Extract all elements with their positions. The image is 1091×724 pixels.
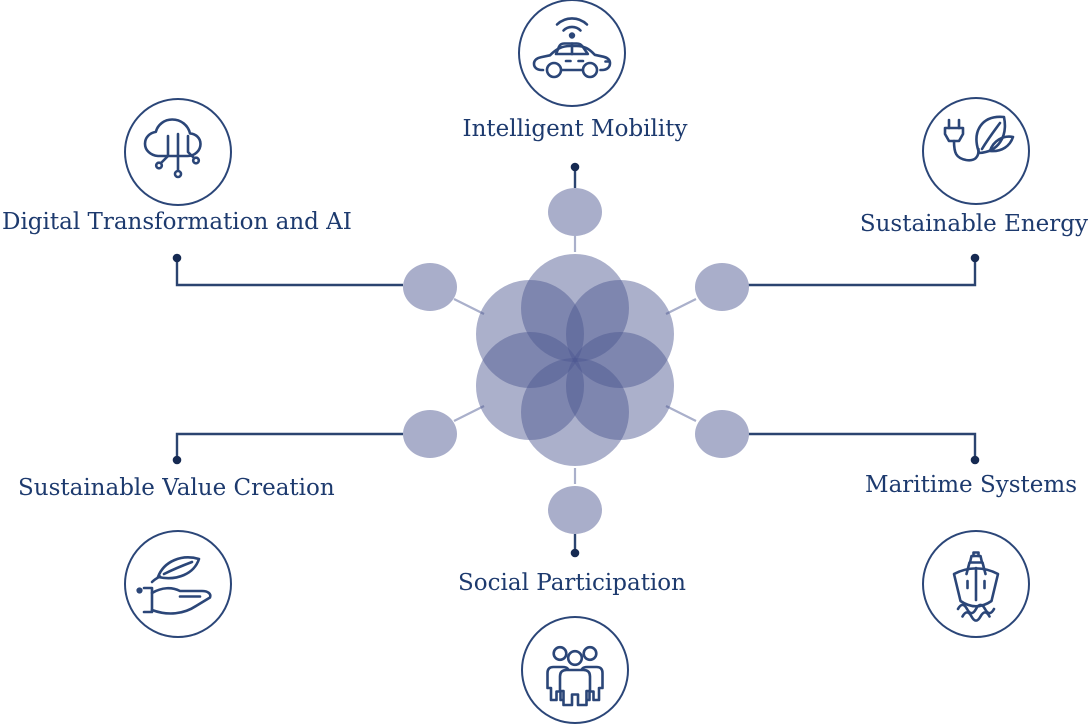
rosette-circle (476, 332, 584, 440)
cuff-dot (136, 587, 143, 594)
car-glyph (532, 17, 612, 79)
rosette-circle (521, 254, 629, 362)
hull-windows (966, 579, 986, 590)
plug-body (943, 126, 965, 143)
plug-leaf-icon[interactable] (920, 95, 1032, 207)
icon-ring (922, 97, 1030, 205)
plug-cable (952, 139, 980, 162)
ship-icon[interactable] (920, 528, 1032, 640)
antenna-dot (568, 32, 576, 39)
ship-cap (968, 554, 984, 564)
ship-glyph (952, 551, 1000, 622)
icon-ring (922, 530, 1030, 638)
cloud-outline (143, 118, 202, 158)
person-center-body (558, 668, 592, 707)
dot-right-bottom (970, 455, 980, 465)
spoke-upper-right (665, 298, 697, 315)
cloud-circuit-icon[interactable] (122, 96, 234, 208)
hand-leaf-icon[interactable] (122, 528, 234, 640)
dot-left-top (172, 253, 182, 263)
connector-right-bottom (747, 432, 977, 460)
ship-bridge (965, 561, 987, 576)
circuit-node-right (191, 156, 201, 165)
node-label-digital-transformation-ai[interactable]: Digital Transformation and AI (2, 209, 352, 235)
person-right-head (582, 645, 598, 662)
icon-ring (521, 616, 629, 724)
connected-car-icon[interactable] (516, 0, 628, 109)
person-center-head (566, 649, 584, 667)
hand-outline (150, 586, 212, 615)
rosette-circle (476, 280, 584, 388)
plug-leaf-glyph (943, 115, 1015, 162)
rosette-circle (566, 332, 674, 440)
light-spoke-lines (453, 236, 697, 484)
spoke-lower-left (453, 405, 485, 422)
node-label-social-participation[interactable]: Social Participation (458, 570, 686, 596)
icon-ring (124, 98, 232, 206)
leaf-vein (980, 121, 1002, 151)
circuit-line-right (186, 134, 196, 160)
satellite-bottom (548, 486, 602, 534)
circuit-line-left (159, 134, 170, 165)
leaf-stem (150, 575, 162, 584)
node-label-intelligent-mobility[interactable]: Intelligent Mobility (462, 116, 688, 142)
cloud-circuit-glyph (143, 118, 202, 179)
wheel-right (581, 61, 599, 79)
satellite-lower-left (403, 410, 457, 458)
satellite-upper-right (695, 263, 749, 311)
circuit-node-left (154, 161, 164, 170)
ship-funnel (972, 551, 980, 558)
hand-leaf-glyph (136, 556, 212, 615)
satellite-upper-left (403, 263, 457, 311)
leaf-small (988, 135, 1015, 153)
leaf-vein (162, 560, 194, 576)
node-label-sustainable-value-creation[interactable]: Sustainable Value Creation (18, 475, 335, 501)
icon-ring (124, 530, 232, 638)
signal-arc-large (555, 17, 589, 26)
signal-arc-small (562, 25, 582, 32)
rosette-circle (521, 358, 629, 466)
dot-right-top (970, 253, 980, 263)
satellite-top (548, 188, 602, 236)
spoke-upper-left (453, 298, 485, 315)
person-left-head (552, 645, 568, 662)
leaf-outline (156, 556, 201, 580)
dot-top (570, 162, 580, 172)
rosette-circle (566, 280, 674, 388)
connector-dots (172, 162, 980, 558)
connector-left-bottom (175, 432, 403, 460)
circuit-node-center (173, 169, 183, 179)
people-glyph (546, 645, 604, 707)
people-group-icon[interactable] (519, 614, 631, 724)
car-cabin (554, 42, 590, 56)
dot-bottom (570, 548, 580, 558)
spoke-lower-right (665, 405, 697, 422)
satellite-circles (403, 188, 749, 534)
satellite-lower-right (695, 410, 749, 458)
wheel-left (545, 61, 563, 79)
wave-line-2 (961, 611, 991, 622)
dot-left-bottom (172, 455, 182, 465)
node-label-sustainable-energy[interactable]: Sustainable Energy (859, 211, 1088, 237)
connector-right-top (747, 258, 977, 287)
node-label-maritime-systems[interactable]: Maritime Systems (865, 472, 1077, 498)
hand-cuff (142, 586, 154, 614)
plug-prongs (947, 118, 961, 130)
connector-left-top (175, 258, 403, 287)
leaf-large (975, 115, 1007, 155)
icon-ring (518, 0, 626, 107)
center-rosette (476, 254, 674, 466)
